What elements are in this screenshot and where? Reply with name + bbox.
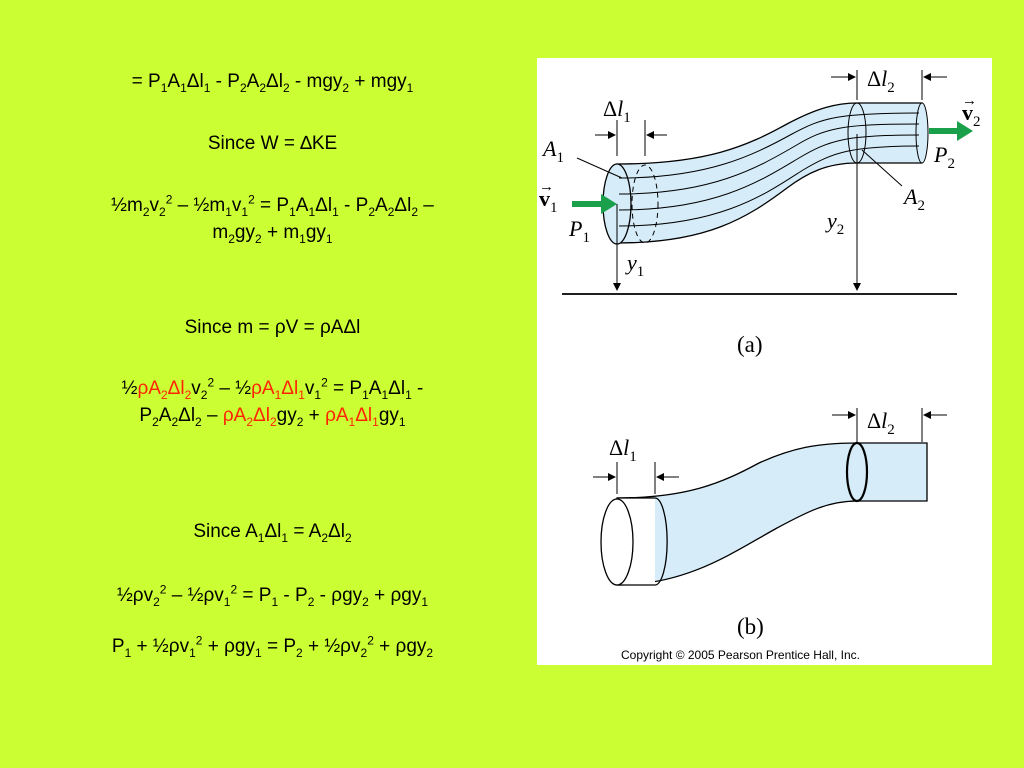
equation-since-mass: Since m = ρV = ρAΔl xyxy=(184,317,361,338)
label-v1-vec: → xyxy=(539,179,554,195)
equation-work-expansion: = P1A1Δl1 - P2A2Δl2 - mgy2 + mgy1 xyxy=(131,71,414,95)
caption-a: (a) xyxy=(737,332,763,357)
copyright-text: Copyright © 2005 Pearson Prentice Hall, … xyxy=(621,648,860,662)
streamlines xyxy=(618,112,920,227)
diagram-a: Δl1 Δl2 A1 A2 v1 → v2 → P1 P2 y1 y2 (a) xyxy=(539,66,981,357)
pipe-diagram-svg: Δl1 Δl2 A1 A2 v1 → v2 → P1 P2 y1 y2 (a) … xyxy=(539,66,981,662)
label-a2: A2 xyxy=(902,184,925,214)
label-delta-l1-b: Δl1 xyxy=(609,435,637,465)
label-delta-l2-a: Δl2 xyxy=(867,66,895,96)
equation-substituted: ½ρA2Δl2v22 – ½ρA1Δl1v12 = P1A1Δl1 -P2A2Δ… xyxy=(121,375,424,429)
equation-kinetic-energy: ½m2v22 – ½m1v12 = P1A1Δl1 - P2A2Δl2 –m2g… xyxy=(111,192,434,246)
label-p1: P1 xyxy=(568,216,590,246)
label-v2: v2 xyxy=(962,100,981,130)
equation-simplified: ½ρv22 – ½ρv12 = P1 - P2 - ρgy2 + ρgy1 xyxy=(116,582,429,609)
inlet-face-b xyxy=(600,498,634,586)
v1-arrow xyxy=(572,194,617,214)
outlet-ring-b xyxy=(845,441,869,503)
caption-b: (b) xyxy=(737,614,764,639)
equation-bernoulli: P1 + ½ρv12 + ρgy1 = P2 + ½ρv22 + ρgy2 xyxy=(111,633,434,660)
a2-leader xyxy=(861,149,903,187)
a1-leader xyxy=(576,157,623,179)
label-a1: A1 xyxy=(541,136,564,166)
diagram-b: Δl1 Δl2 (b) Copyright © 2005 Pearson Pre… xyxy=(593,408,947,662)
inlet-displaced-a xyxy=(631,164,659,244)
pipe-body-a xyxy=(616,102,923,244)
equation-since-work: Since W = ∆KE xyxy=(207,133,338,154)
outlet-end-a xyxy=(915,102,929,164)
label-y1: y1 xyxy=(625,250,644,280)
label-v2-vec: → xyxy=(962,93,977,109)
label-p2: P2 xyxy=(933,142,955,172)
label-delta-l2-b: Δl2 xyxy=(867,408,895,438)
equation-since-area: Since A1Δl1 = A2Δl2 xyxy=(193,521,352,545)
v2-arrow xyxy=(929,121,973,141)
pipe-flow-figure: Δl1 Δl2 A1 A2 v1 → v2 → P1 P2 y1 y2 (a) … xyxy=(537,58,992,665)
label-y2: y2 xyxy=(825,208,844,238)
label-v1: v1 xyxy=(539,186,558,216)
label-delta-l1-a: Δl1 xyxy=(603,96,631,126)
fluid-body-b xyxy=(616,442,928,586)
